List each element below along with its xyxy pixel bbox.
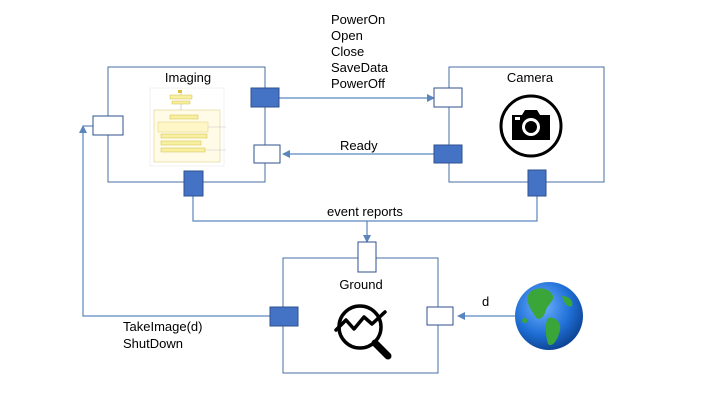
wire-ground-commands	[79, 125, 270, 317]
commands-label: PowerOn Open Close SaveData PowerOff	[331, 12, 389, 91]
command-savedata: SaveData	[331, 60, 389, 75]
ground-title: Ground	[339, 277, 382, 292]
command-open: Open	[331, 28, 363, 43]
camera-icon	[499, 94, 563, 158]
command-takeimage: TakeImage(d)	[123, 319, 202, 334]
camera-port-commands-in[interactable]	[433, 87, 463, 108]
imaging-port-events-out[interactable]	[183, 170, 204, 197]
globe-icon	[515, 282, 583, 350]
command-shutdown: ShutDown	[123, 336, 183, 351]
camera-component[interactable]: Camera	[433, 66, 605, 197]
camera-title: Camera	[507, 70, 554, 85]
imaging-port-ready-in[interactable]	[253, 144, 281, 164]
wire-event-reports-camera	[367, 196, 538, 222]
imaging-port-commands-out[interactable]	[250, 87, 280, 108]
wires	[79, 94, 538, 320]
ground-port-events-in[interactable]	[357, 241, 377, 273]
imaging-title: Imaging	[165, 70, 211, 85]
imaging-port-ground-in[interactable]	[92, 115, 124, 136]
ground-component[interactable]: Ground	[269, 241, 454, 374]
ready-label: Ready	[340, 138, 378, 153]
command-poweroff: PowerOff	[331, 76, 385, 91]
statechart-thumbnail	[149, 87, 226, 167]
wire-event-reports-imaging	[192, 196, 367, 222]
command-close: Close	[331, 44, 364, 59]
ground-port-data-in[interactable]	[426, 306, 454, 326]
event-reports-label: event reports	[327, 204, 403, 219]
ground-port-commands-out[interactable]	[269, 306, 299, 327]
data-in-label: d	[482, 294, 489, 309]
ground-commands-label: TakeImage(d) ShutDown	[123, 319, 202, 351]
camera-port-events-out[interactable]	[527, 169, 547, 197]
camera-port-ready-out[interactable]	[433, 144, 463, 164]
imaging-component[interactable]: Imaging	[92, 66, 281, 197]
command-poweron: PowerOn	[331, 12, 385, 27]
analytics-magnifier-icon	[334, 304, 392, 360]
